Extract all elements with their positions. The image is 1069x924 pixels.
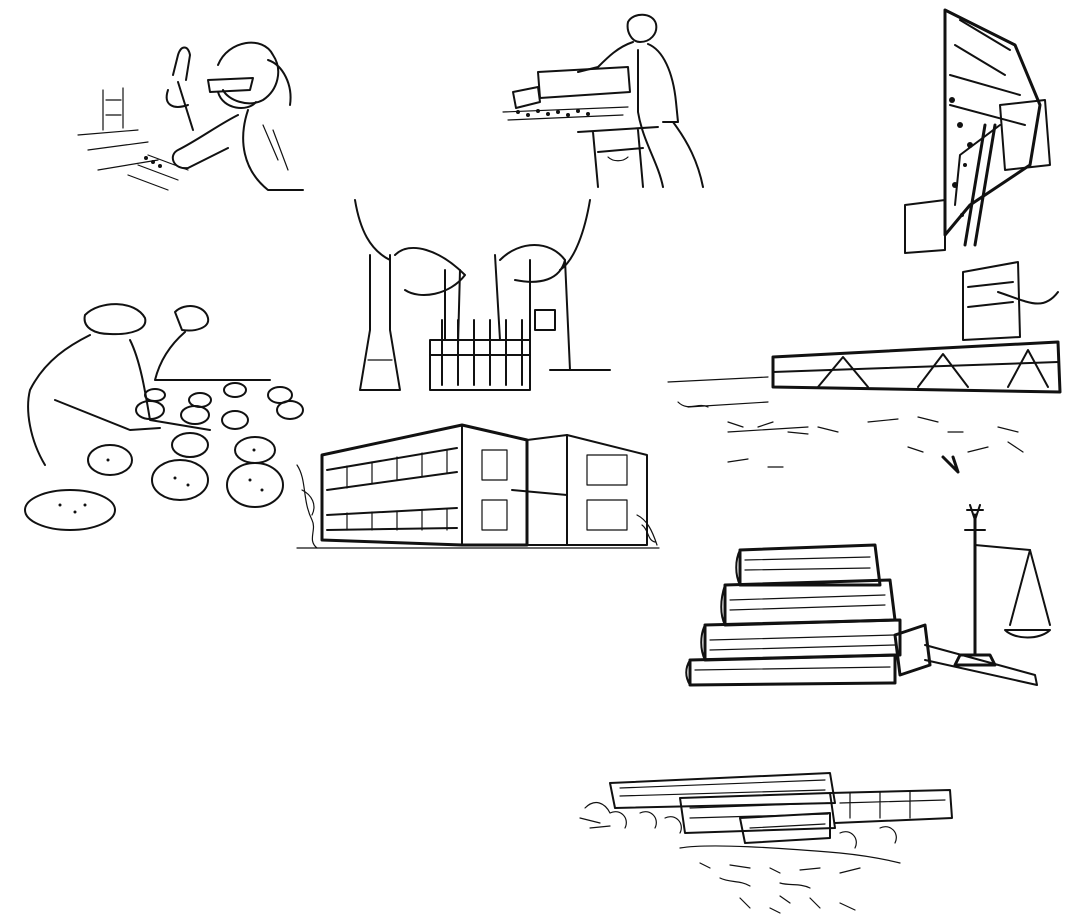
test-tubes-and-flask-icon: [350, 200, 620, 398]
campus-aerial-illustration: [580, 768, 952, 918]
office-building-illustration: [297, 420, 659, 550]
bakers-brushing-loaves-icon: [10, 300, 305, 540]
bakers-with-bread-illustration: [10, 300, 305, 540]
modern-building-icon: [297, 420, 659, 550]
scientist-with-pipette-icon: [78, 30, 303, 195]
test-tube-rack-illustration: [350, 200, 620, 398]
worker-at-conveyor-icon: [498, 12, 708, 190]
campus-aerial-view-icon: [580, 768, 952, 918]
harvest-machine-illustration: [900, 5, 1065, 260]
field-irrigation-system-icon: [668, 262, 1066, 477]
law-books-scales-illustration: [685, 505, 1055, 690]
lab-pipette-worker-illustration: [78, 30, 303, 195]
irrigation-field-illustration: [668, 262, 1066, 477]
conveyor-sorting-worker-illustration: [498, 12, 708, 190]
books-gavel-scales-icon: [685, 505, 1055, 690]
harvester-machinery-icon: [900, 5, 1065, 260]
